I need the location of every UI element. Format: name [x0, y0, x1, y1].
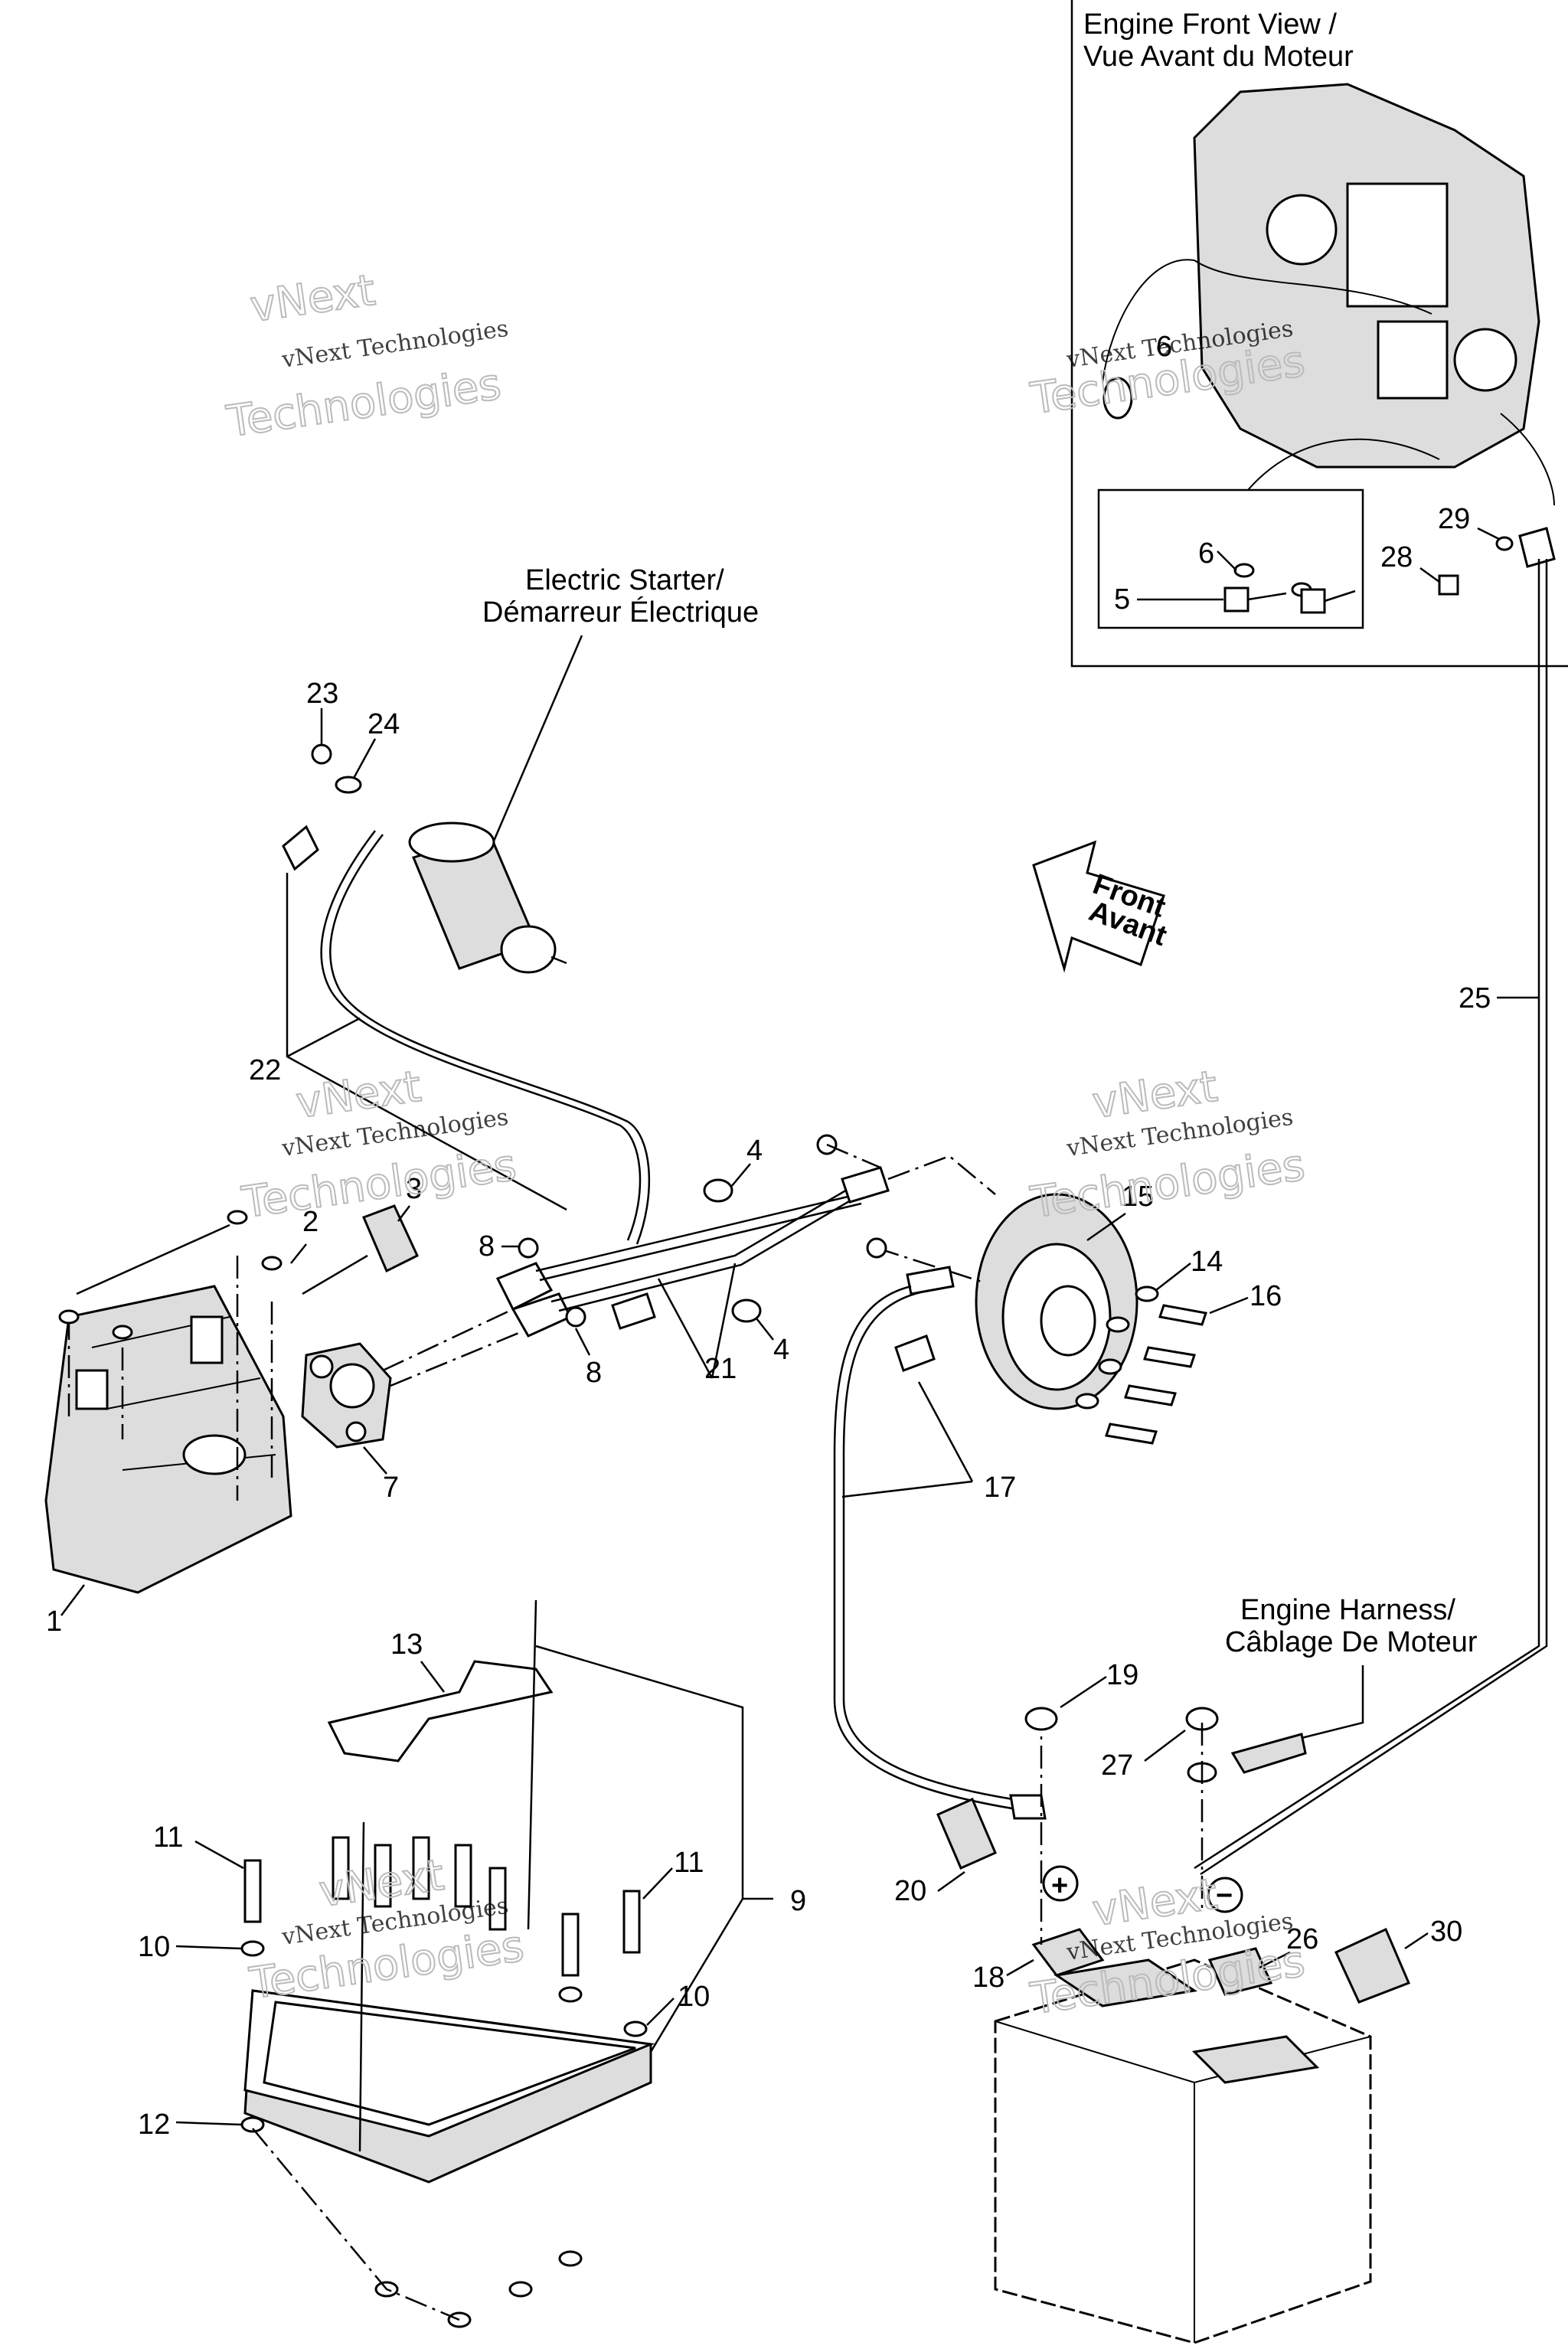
- bolt-detail-box: [1097, 488, 1364, 629]
- nut-19: 19: [1024, 1659, 1138, 1731]
- battery-support-1: 1: [44, 1285, 292, 1638]
- screws-2: 2: [58, 1206, 318, 1501]
- callout-12: 12: [138, 2109, 170, 2141]
- minus-terminal-marker: [1207, 1877, 1243, 1913]
- callout-2: 2: [302, 1206, 318, 1238]
- detail-bolt-5: [1223, 563, 1356, 614]
- terminal-boot-22: [282, 825, 319, 871]
- nut-27: 27: [1101, 1707, 1219, 1914]
- nuts-8: 8 8: [479, 1230, 602, 1389]
- washers-10: 10 10: [138, 1931, 710, 2037]
- solenoid-15: 15: [975, 1181, 1154, 1410]
- starter-title-line1: Electric Starter/: [525, 564, 724, 596]
- callout-10-left: 10: [138, 1931, 170, 1963]
- ground-cable-25: 25: [1194, 559, 1548, 1876]
- callout-21: 21: [704, 1353, 737, 1385]
- cover-30: 30: [1334, 1916, 1462, 2004]
- callout-4-top: 4: [746, 1135, 763, 1167]
- callout-11-right: 11: [674, 1847, 704, 1879]
- washer-24: [335, 776, 362, 794]
- callout-29: 29: [1438, 503, 1470, 535]
- callout-9: 9: [790, 1885, 806, 1917]
- callout-30: 30: [1430, 1916, 1462, 1948]
- callout-1: 1: [46, 1606, 62, 1638]
- starter-motor: [408, 822, 567, 974]
- callout-8-bottom: 8: [586, 1357, 602, 1389]
- callout-23: 23: [306, 678, 338, 710]
- callout-3: 3: [406, 1173, 422, 1205]
- terminal-clamp-18: 18: [972, 1707, 1105, 1994]
- callout-19: 19: [1106, 1659, 1138, 1691]
- harness-title-line1: Engine Harness/: [1240, 1594, 1455, 1626]
- battery-tray-9: 9: [243, 1645, 806, 2184]
- plus-sign: +: [1051, 1870, 1068, 1902]
- engine-harness: Engine Harness/ Câblage De Moteur: [1225, 1594, 1478, 1774]
- callout-5: 5: [1114, 583, 1130, 616]
- screws-16: 16: [1105, 1280, 1282, 1445]
- watermark-line1: vNext: [247, 266, 378, 332]
- cable-terminal-25: [1518, 527, 1556, 568]
- callout-7: 7: [383, 1472, 399, 1504]
- connector-3: 3: [302, 1173, 422, 1295]
- harness-title-line2: Câblage De Moteur: [1225, 1626, 1478, 1658]
- engine-front-view-inset: Engine Front View / Vue Avant du Moteur …: [1070, 0, 1568, 668]
- starter-solenoid-7: 7: [301, 1308, 521, 1504]
- battery-cable-17: 17: [833, 1237, 1047, 1820]
- cover-20: 20: [894, 1798, 997, 1907]
- clips-4: 4 4: [703, 1135, 789, 1366]
- callout-11-left: 11: [153, 1821, 183, 1854]
- callout-4-bottom: 4: [773, 1334, 789, 1366]
- plate-13: 13: [327, 1628, 554, 1762]
- callout-25: 25: [1459, 982, 1491, 1014]
- callout-22: 22: [249, 1054, 281, 1086]
- callout-27: 27: [1101, 1749, 1133, 1782]
- rods-and-screws-11: 11 11: [153, 1599, 704, 2152]
- watermark-line2: Technologies: [224, 359, 504, 447]
- callout-8-top: 8: [479, 1230, 495, 1263]
- callout-14: 14: [1191, 1246, 1223, 1278]
- plus-terminal-marker: [1042, 1865, 1079, 1902]
- callout-6-detail: 6: [1198, 537, 1214, 570]
- callout-28: 28: [1380, 541, 1413, 573]
- engine-view-title-line2: Vue Avant du Moteur: [1083, 41, 1354, 73]
- boot-21: [611, 1292, 656, 1330]
- washers-12: 12: [138, 2109, 583, 2328]
- callout-24: 24: [368, 708, 400, 740]
- callout-16: 16: [1250, 1280, 1282, 1312]
- battery: + −: [994, 1865, 1372, 2344]
- callout-13: 13: [390, 1628, 423, 1661]
- callout-26: 26: [1286, 1923, 1318, 1955]
- front-direction-arrow: Front Avant: [1032, 840, 1171, 973]
- callout-10-right: 10: [678, 1981, 710, 2013]
- callout-15: 15: [1122, 1181, 1154, 1213]
- clamp-26: 26: [1207, 1923, 1318, 1996]
- starter-title-line2: Démarreur Électrique: [482, 596, 759, 629]
- callout-18: 18: [972, 1962, 1004, 1994]
- callout-6-engine: 6: [1156, 331, 1172, 363]
- callout-20: 20: [894, 1875, 926, 1907]
- bolt-28: [1438, 574, 1459, 596]
- boot-17: [894, 1334, 936, 1372]
- minus-sign: −: [1216, 1880, 1233, 1912]
- engine-illustration: [1102, 83, 1555, 506]
- nut-23: [311, 743, 332, 765]
- washers-14: 14: [1075, 1246, 1223, 1410]
- engine-view-title-line1: Engine Front View /: [1083, 8, 1337, 41]
- electric-starter-group: Electric Starter/ Démarreur Électrique 2…: [249, 564, 759, 1245]
- washer-29: [1495, 536, 1514, 551]
- battery-cable-21: 21: [495, 1134, 996, 1385]
- callout-17: 17: [984, 1472, 1016, 1504]
